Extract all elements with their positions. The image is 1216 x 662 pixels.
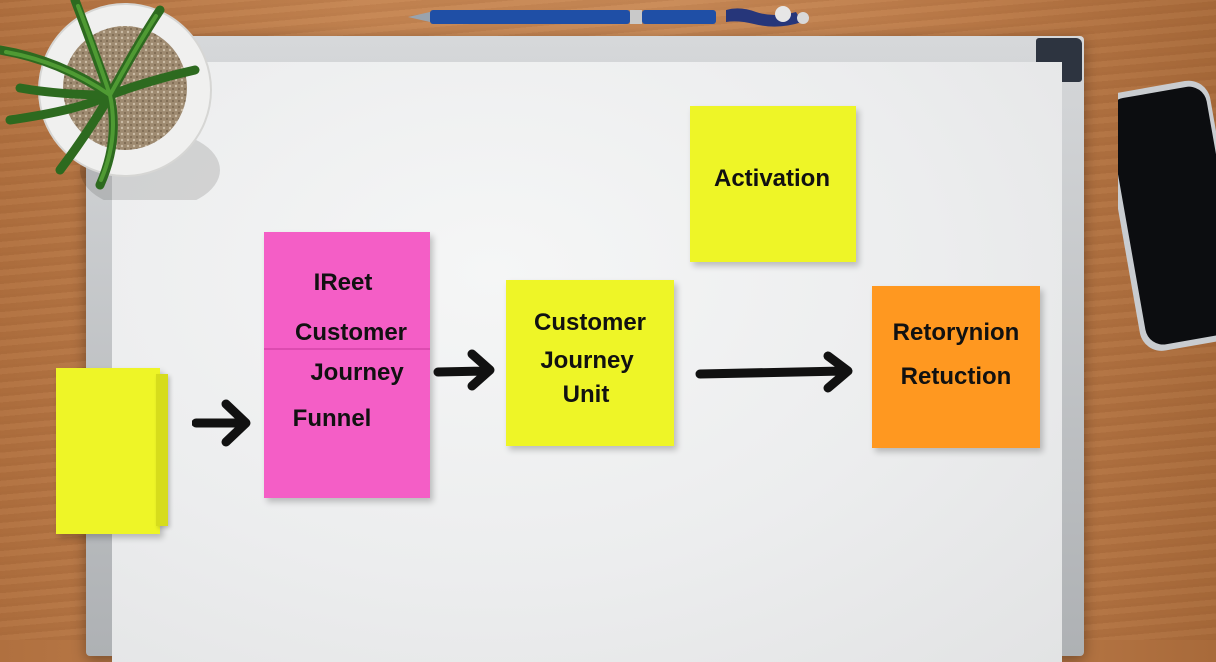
unit-line-3: Unit <box>562 381 610 408</box>
funnel-line-1: IReet <box>313 269 373 296</box>
funnel-line-2: Customer <box>294 319 408 346</box>
pen-icon <box>408 6 809 27</box>
potted-plant <box>0 0 220 200</box>
funnel-line-4: Funnel <box>292 405 372 432</box>
activation-line-1: Activation <box>713 165 830 192</box>
funnel-line-3: Journey <box>310 359 404 386</box>
retention-line-1: Retorynion <box>892 319 1020 346</box>
smartphone <box>1118 80 1216 351</box>
unit-line-2: Journey <box>540 347 634 374</box>
sticky-note-retention: Retorynion Retuction <box>872 286 1040 448</box>
sticky-note-unit: Customer Journey Unit <box>506 280 674 446</box>
unit-line-1: Customer <box>533 309 647 336</box>
sticky-note-stack-edge <box>156 374 168 526</box>
sticky-note-stack <box>56 368 160 534</box>
retention-line-2: Retuction <box>900 363 1012 390</box>
arrow-right-icon <box>192 399 251 447</box>
sticky-note-funnel: IReet Customer Journey Funnel <box>264 232 430 498</box>
sticky-note-fold <box>264 348 430 350</box>
sticky-note-activation: Activation <box>690 106 856 262</box>
arrow-right-icon <box>695 351 853 393</box>
arrow-right-icon <box>433 349 495 391</box>
